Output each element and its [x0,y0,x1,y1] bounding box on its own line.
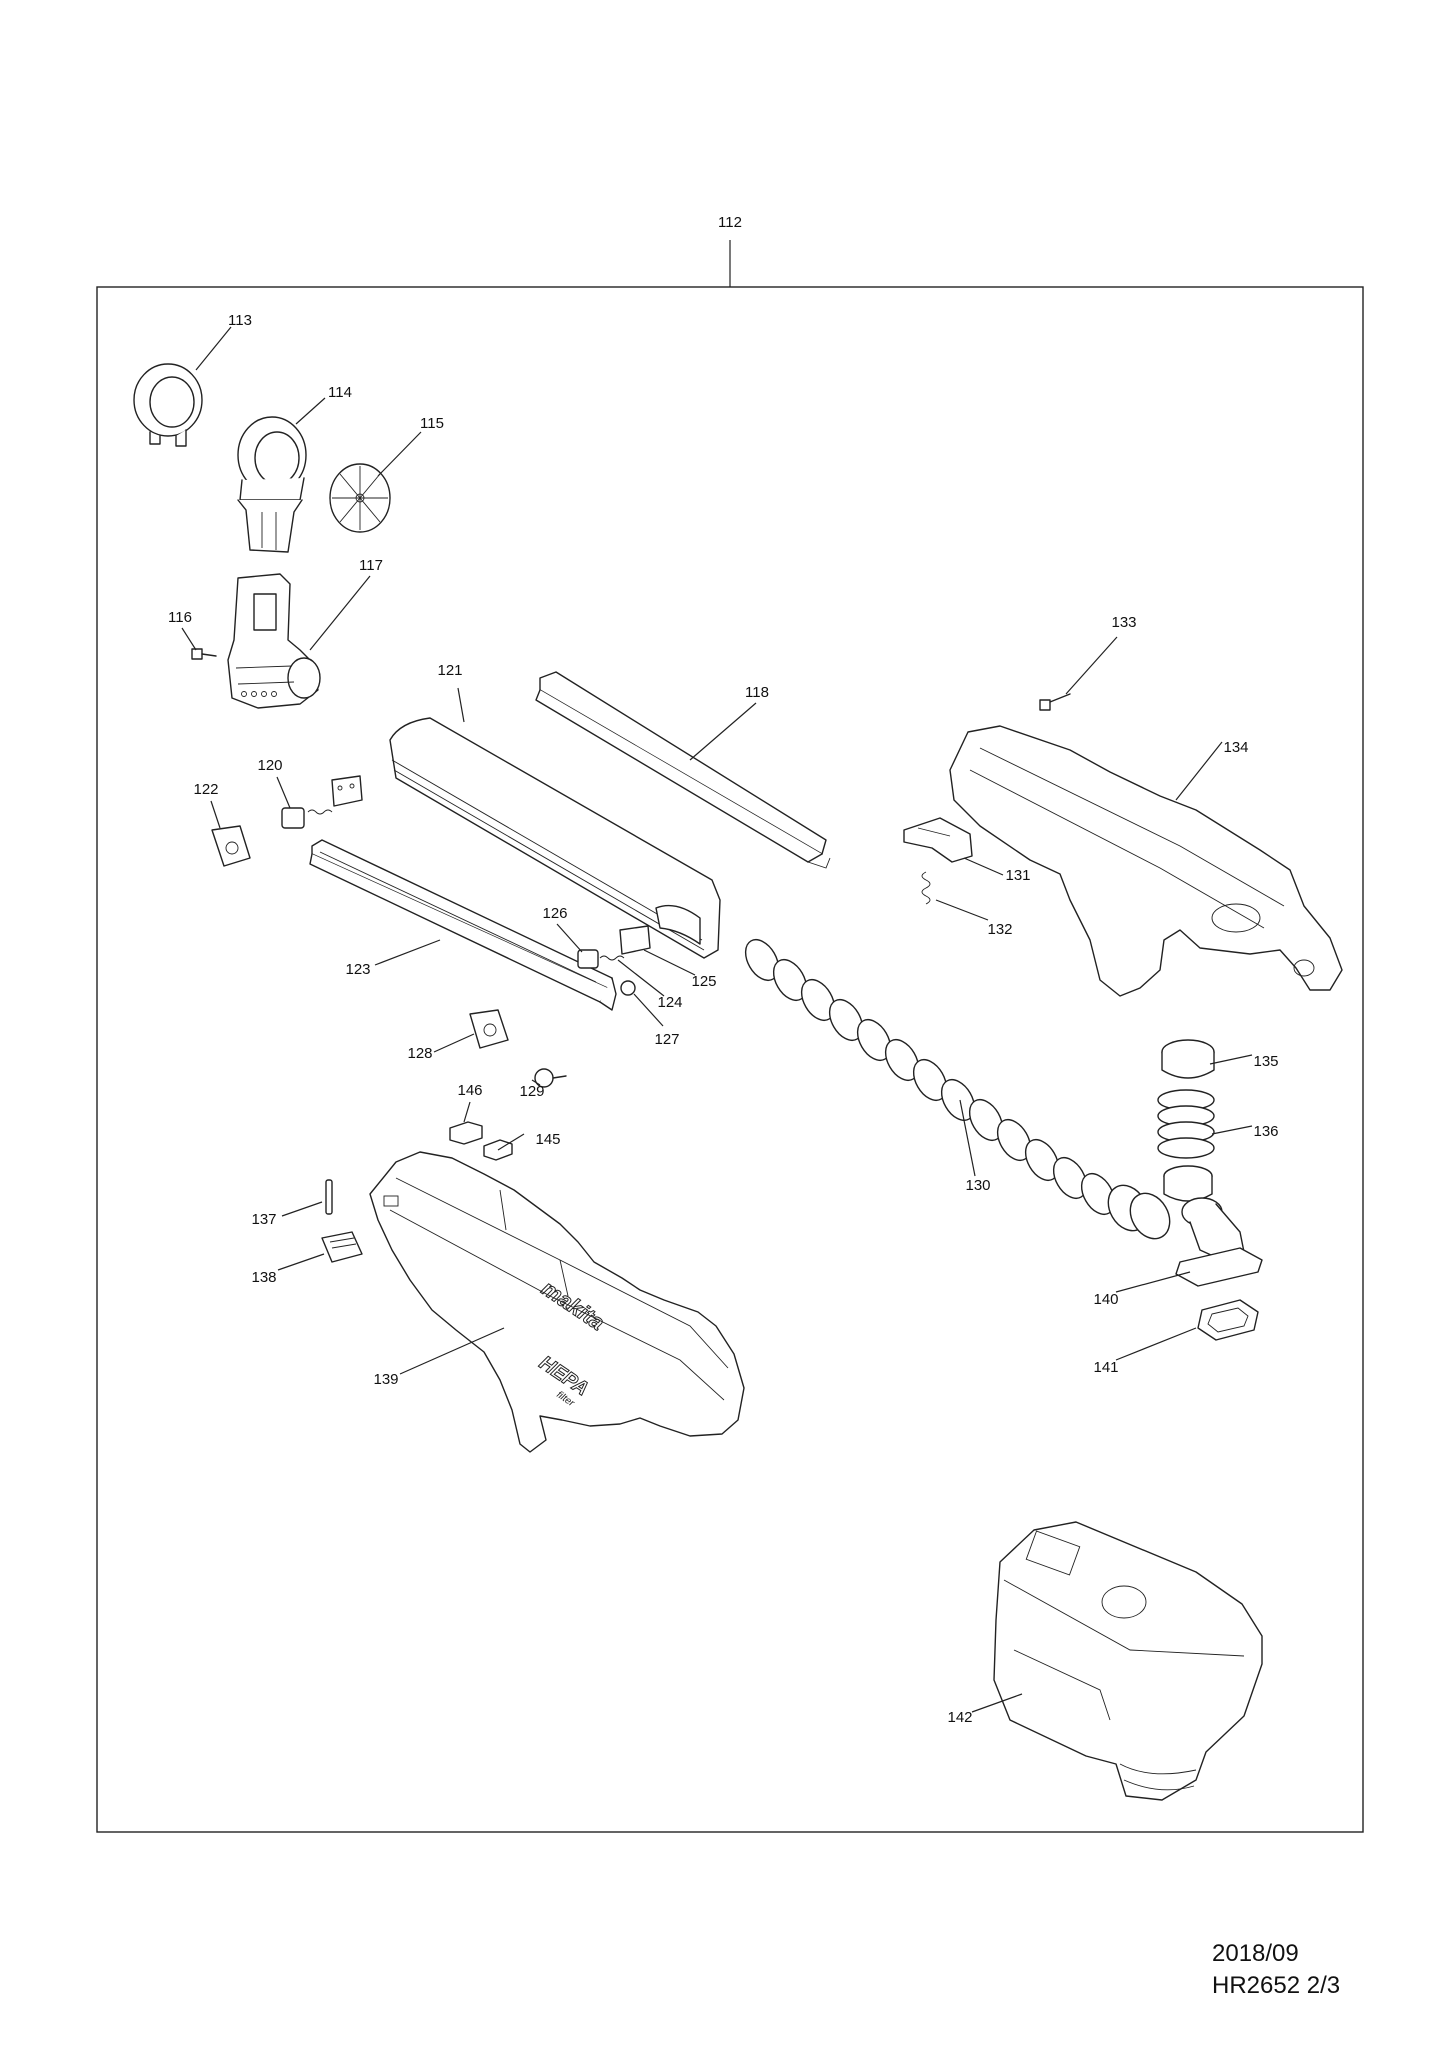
callout-118: 118 [745,684,769,701]
part-132-spring [921,871,931,905]
part-113-ring [133,363,203,447]
callout-135: 135 [1253,1053,1278,1070]
callout-126: 126 [542,905,567,922]
callout-142: 142 [947,1709,972,1726]
callout-122: 122 [193,781,218,798]
callout-116: 116 [168,609,192,626]
callout-124: 124 [657,994,682,1011]
part-123-rod [309,839,617,1011]
callout-123: 123 [345,961,370,978]
part-122-bracket [211,825,251,867]
callout-125: 125 [691,973,716,990]
part-116-screw [191,648,217,660]
part-141-seal [1197,1299,1259,1341]
callout-117: 117 [359,557,383,574]
callout-labels: 113 114 115 116 117 118 120 121 122 123 … [168,312,1278,1726]
part-129-pin [534,1068,567,1088]
callout-146: 146 [457,1082,482,1099]
callout-114: 114 [328,384,352,401]
part-120-clip [281,775,363,829]
part-138-button [321,1231,363,1263]
leader-lines [181,326,1253,1713]
part-130-hose [744,939,1171,1240]
part-137-pin [325,1179,333,1215]
part-121-tube [389,717,721,959]
footer-model-page: HR2652 2/3 [1212,1972,1341,1999]
callout-137: 137 [251,1211,276,1228]
part-118-rail [535,671,831,869]
callout-120: 120 [257,757,282,774]
callout-115: 115 [420,415,444,432]
callout-130: 130 [965,1177,990,1194]
callout-141: 141 [1093,1359,1118,1376]
assembly-label: 112 [718,214,742,231]
part-131-latch [903,817,973,863]
callout-136: 136 [1253,1123,1278,1140]
callout-128: 128 [407,1045,432,1062]
footer: 2018/09 HR2652 2/3 [1212,1938,1340,2002]
footer-date: 2018/09 [1212,1940,1299,1967]
callout-140: 140 [1093,1291,1118,1308]
part-125-plate [619,925,651,955]
callout-131: 131 [1005,867,1030,884]
part-139-housing: makita HEPA filter [369,1151,745,1453]
callout-113: 113 [228,312,252,329]
part-127-nut [620,980,636,996]
callout-121: 121 [437,662,462,679]
part-124-spring [599,955,625,961]
part-142-dust-box [993,1521,1263,1801]
part-133-screw [1039,693,1071,711]
part-114-adapter [237,416,307,553]
part-117-housing [227,573,321,709]
callout-132: 132 [987,921,1012,938]
callout-145: 145 [535,1131,560,1148]
callout-129: 129 [519,1083,544,1100]
callout-133: 133 [1111,614,1136,631]
part-136-bellows [1157,1089,1215,1202]
callout-139: 139 [373,1371,398,1388]
part-126-clip [577,949,599,969]
part-146-block [449,1121,483,1145]
part-134-housing [949,725,1343,997]
callout-138: 138 [251,1269,276,1286]
part-128-bracket [469,1009,509,1049]
callout-127: 127 [654,1031,679,1048]
part-135-cap [1161,1039,1215,1079]
callout-134: 134 [1223,739,1248,756]
part-140-elbow [1175,1197,1263,1287]
part-115-disc [329,463,391,533]
